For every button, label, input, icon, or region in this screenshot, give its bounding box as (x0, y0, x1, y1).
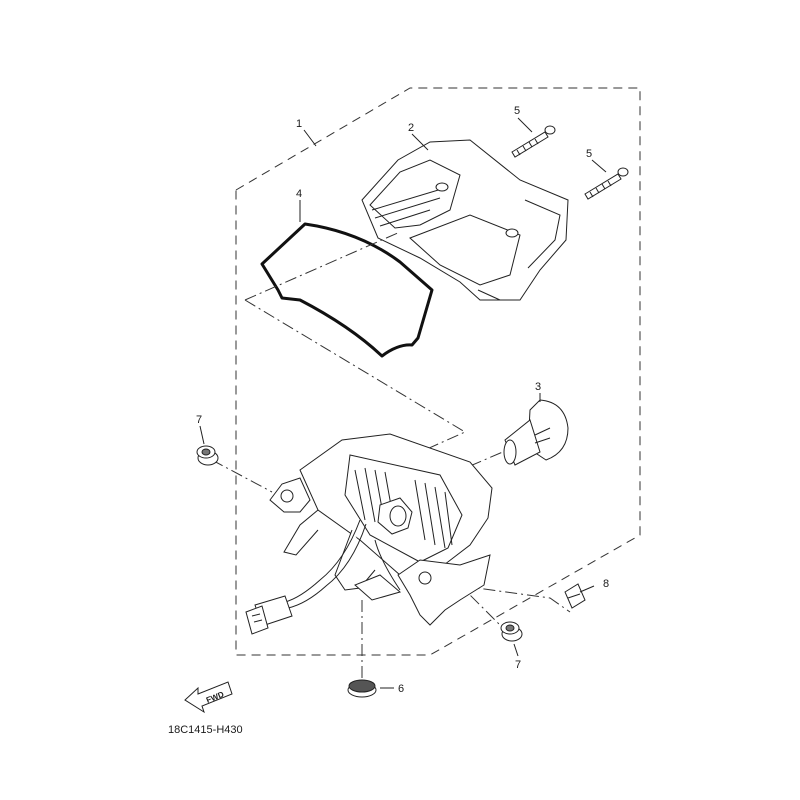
assembly-boundary (235, 87, 641, 656)
callout-7-lower: 7 (515, 659, 521, 671)
leader-lines (199, 117, 607, 689)
callout-6: 6 (398, 683, 404, 695)
callout-7-upper: 7 (196, 414, 202, 426)
callout-3: 3 (535, 381, 541, 393)
fwd-arrow-icon: FWD (184, 681, 233, 714)
bushing-part (347, 679, 377, 698)
gasket-part (260, 222, 434, 358)
callout-5-lower: 5 (586, 148, 592, 160)
diagram-code: 18C1415-H430 (168, 724, 243, 736)
wire-harness (245, 519, 367, 635)
callout-8: 8 (603, 578, 609, 590)
grommet-upper (196, 445, 219, 466)
screw-lower (584, 167, 629, 200)
callout-5-upper: 5 (514, 105, 520, 117)
screw-upper (511, 125, 556, 158)
grommet-lower (500, 621, 523, 642)
clip-nut-part (564, 583, 586, 609)
bulb-part (503, 399, 569, 466)
lens-part (361, 139, 569, 301)
callout-2: 2 (408, 122, 414, 134)
callout-4: 4 (296, 188, 302, 200)
callout-1: 1 (296, 118, 302, 130)
housing-part (269, 433, 493, 626)
